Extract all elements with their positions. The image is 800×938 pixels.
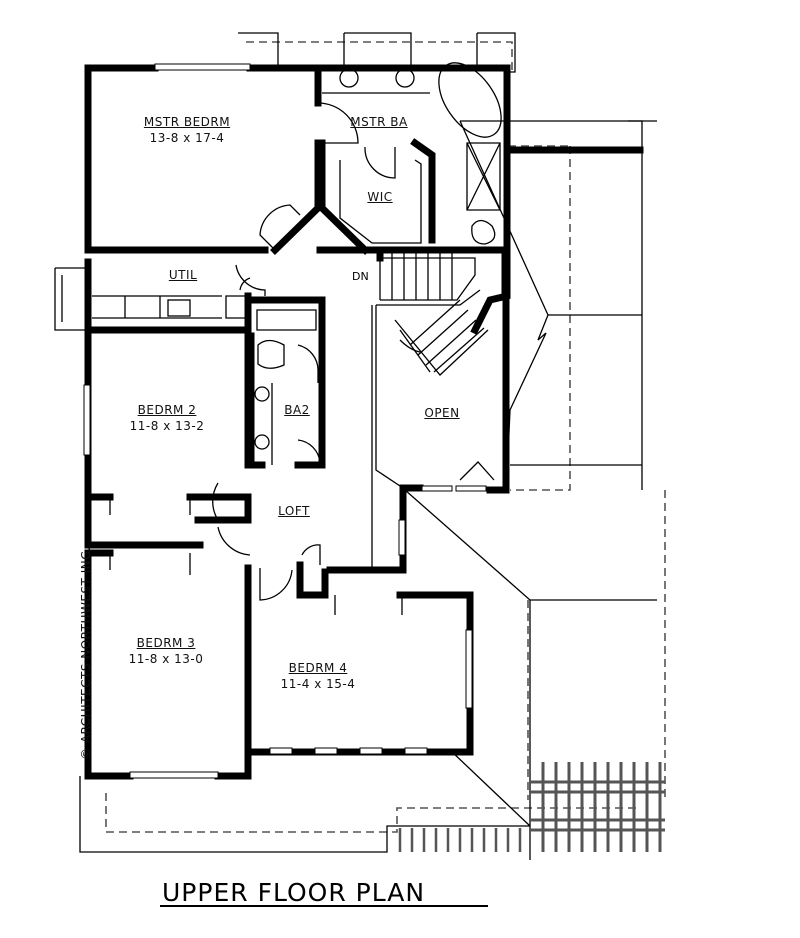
room-dims: 11-8 x 13-2 xyxy=(129,419,205,433)
room-bedrm-4: BEDRM 4 11-4 x 15-4 xyxy=(281,661,356,691)
plan-title: UPPER FLOOR PLAN xyxy=(162,878,426,907)
room-open: OPEN xyxy=(424,406,459,420)
window xyxy=(129,771,219,779)
stair-down-label: DN xyxy=(352,270,369,283)
room-loft: LOFT xyxy=(278,504,310,518)
room-name: MSTR BEDRM xyxy=(143,115,231,129)
pergola xyxy=(530,762,665,852)
room-dims: 11-4 x 15-4 xyxy=(280,677,356,691)
room-dims: 13-8 x 17-4 xyxy=(149,131,225,145)
room-name: UTIL xyxy=(168,268,198,282)
room-name: WIC xyxy=(367,190,393,204)
room-name: BEDRM 4 xyxy=(288,661,348,675)
room-wic: WIC xyxy=(367,190,392,204)
room-name: BEDRM 3 xyxy=(136,636,196,650)
room-name: OPEN xyxy=(424,406,460,420)
room-mstr-bedrm: MSTR BEDRM 13-8 x 17-4 xyxy=(144,115,230,145)
window xyxy=(83,384,91,456)
window xyxy=(154,63,251,71)
room-util: UTIL xyxy=(169,268,197,282)
room-mstr-ba: MSTR BA xyxy=(350,115,407,129)
room-name: LOFT xyxy=(278,504,310,518)
roof-overhang-top xyxy=(246,41,513,72)
room-ba2: BA2 xyxy=(284,403,310,417)
room-dims: 11-8 x 13-0 xyxy=(128,652,204,666)
room-name: BEDRM 2 xyxy=(137,403,197,417)
room-bedrm-3: BEDRM 3 11-8 x 13-0 xyxy=(129,636,204,666)
room-name: BA2 xyxy=(284,403,310,417)
copyright-notice: © ARCHITECTS NORTHWEST INC. xyxy=(79,546,93,760)
window xyxy=(465,629,473,709)
room-bedrm-2: BEDRM 2 11-8 x 13-2 xyxy=(130,403,205,433)
room-name: MSTR BA xyxy=(350,115,408,129)
